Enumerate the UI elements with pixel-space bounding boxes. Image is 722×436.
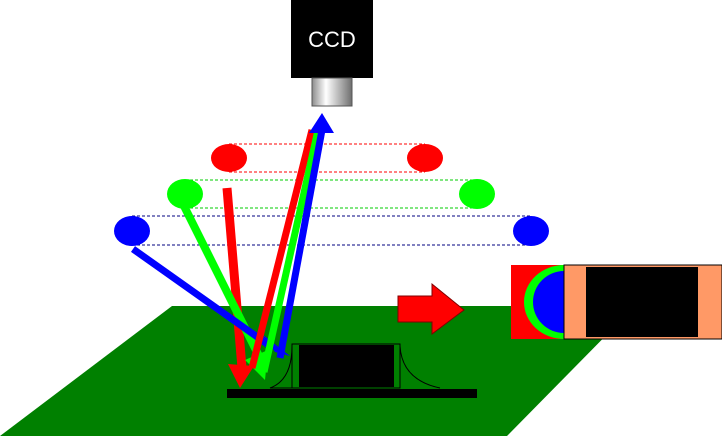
blue-reflected-arrowhead: [309, 113, 334, 133]
solder-pad: [227, 389, 477, 398]
ccd-camera-body: [291, 0, 373, 78]
blue-light-right: [513, 216, 549, 246]
red-reflected-ray: [248, 129, 316, 369]
red-incident-ray: [222, 187, 247, 369]
blue-incident-ray: [130, 246, 273, 349]
captured-image: [511, 264, 722, 340]
red-light-left: [211, 144, 247, 172]
right-arrow-icon: [397, 282, 465, 335]
red-light-right: [407, 144, 443, 172]
red-incident-arrowhead: [228, 364, 254, 388]
blue-light-left: [114, 216, 150, 246]
ccd-lens: [311, 77, 353, 107]
ccd-label: CCD: [308, 27, 356, 52]
green-reflected-ray: [260, 129, 322, 373]
component-body: [299, 345, 394, 387]
green-light-left: [167, 179, 203, 209]
captured-blue-region: [533, 271, 564, 333]
green-incident-arrowhead: [245, 350, 268, 380]
solder-fillet-right: [399, 345, 441, 389]
blue-reflected-ray: [276, 129, 326, 359]
captured-chip-body: [586, 267, 698, 337]
green-light-right: [459, 179, 495, 209]
